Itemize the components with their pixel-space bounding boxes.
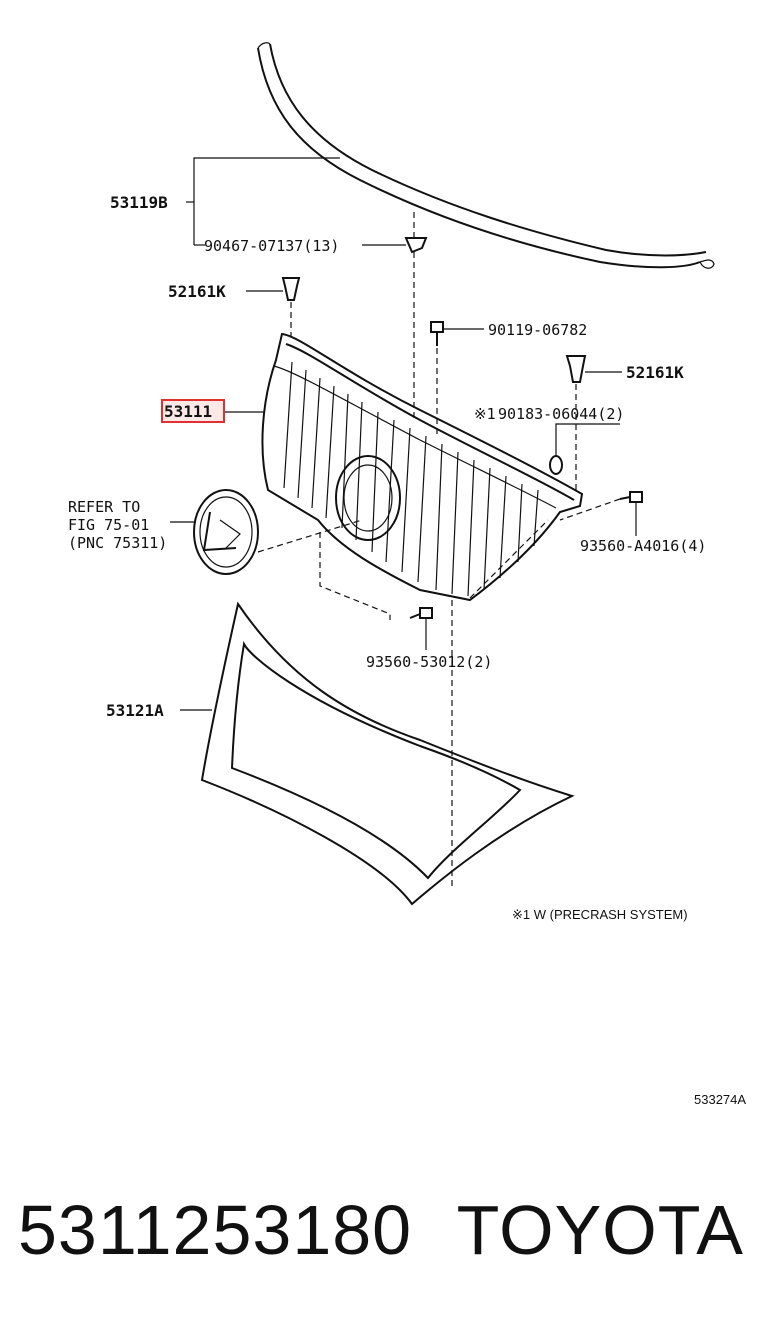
callout-nut-mark: ※1 [474, 405, 496, 423]
emblem-reference-line3: (PNC 75311) [68, 534, 167, 552]
bolt-top-icon [430, 321, 484, 436]
push-clip-left-icon [246, 277, 301, 336]
diagram-code: 533274A [694, 1092, 746, 1107]
callout-molding: 53119B [110, 193, 168, 212]
grille-guides [319, 519, 549, 890]
nut-icon [549, 423, 620, 475]
part-number: 5311253180 [18, 1191, 413, 1269]
callout-screw-bottom: 93560-53012(2) [366, 653, 492, 671]
parts-diagram: 53119B 90467-07137(13) 52161K 90119-0678… [68, 42, 746, 1107]
callout-frame: 53121A [106, 701, 164, 720]
brand-name: TOYOTA [456, 1191, 744, 1269]
emblem-reference-line1: REFER TO [68, 498, 140, 516]
screw-bottom-icon [409, 607, 433, 650]
callout-grille: 53111 [164, 402, 212, 421]
emblem-icon [170, 489, 363, 575]
screw-right-icon [559, 491, 643, 536]
callout-bolt-top: 90119-06782 [488, 321, 587, 339]
grille-frame [180, 601, 575, 906]
callout-clip-left: 52161K [168, 282, 226, 301]
emblem-reference-line2: FIG 75-01 [68, 516, 149, 534]
callout-clip-right: 52161K [626, 363, 684, 382]
callout-nut: 90183-06044(2) [498, 405, 624, 423]
footer: 5311253180 TOYOTA [0, 1190, 760, 1280]
molding-clip-icon [404, 212, 428, 420]
radiator-grille [224, 332, 584, 602]
footnote: ※1 W (PRECRASH SYSTEM) [512, 907, 688, 922]
callout-molding-clip: 90467-07137(13) [204, 237, 339, 255]
molding-leaders [186, 157, 406, 246]
callout-screw-right: 93560-A4016(4) [580, 537, 706, 555]
push-clip-right-icon [565, 355, 622, 490]
highlight-box [161, 399, 225, 423]
molding-strip [257, 42, 715, 269]
